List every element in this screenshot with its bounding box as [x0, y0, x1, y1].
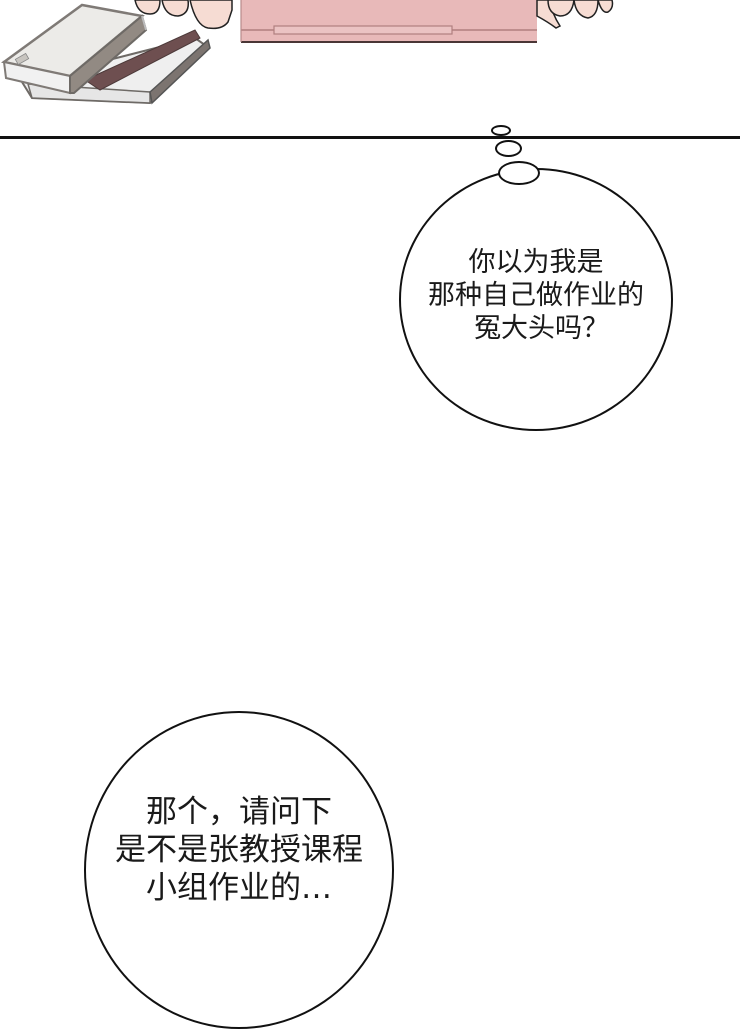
speech-line-2: 是不是张教授课程: [115, 832, 363, 869]
thought-bubble-text: 你以为我是 那种自己做作业的 冤大头吗？: [428, 247, 644, 346]
thought-line-3: 冤大头吗？: [474, 312, 609, 344]
speech-line-3: 小组作业的…: [146, 869, 332, 906]
left-hand-icon: [134, 0, 233, 30]
speech-line-1: 那个，请问下: [146, 794, 332, 831]
thought-line-1: 你以为我是: [468, 247, 604, 279]
panel-divider-line: [0, 136, 740, 139]
thought-trail-dot-small: [491, 125, 511, 136]
speech-bubble-text: 那个，请问下 是不是张教授课程 小组作业的…: [115, 794, 363, 907]
thought-bubble: 你以为我是 那种自己做作业的 冤大头吗？: [399, 168, 673, 431]
comic-panel-top: [0, 0, 740, 137]
right-hand-icon: [536, 0, 614, 29]
desk-illustration: [1, 0, 614, 105]
pink-laptop-icon: [240, 0, 537, 43]
thought-trail-dot-large: [498, 161, 540, 185]
speech-bubble: 那个，请问下 是不是张教授课程 小组作业的…: [84, 711, 394, 1029]
thought-trail-dot-medium: [495, 140, 522, 157]
thought-line-2: 那种自己做作业的: [428, 280, 644, 312]
book-stack-icon: [1, 3, 211, 105]
